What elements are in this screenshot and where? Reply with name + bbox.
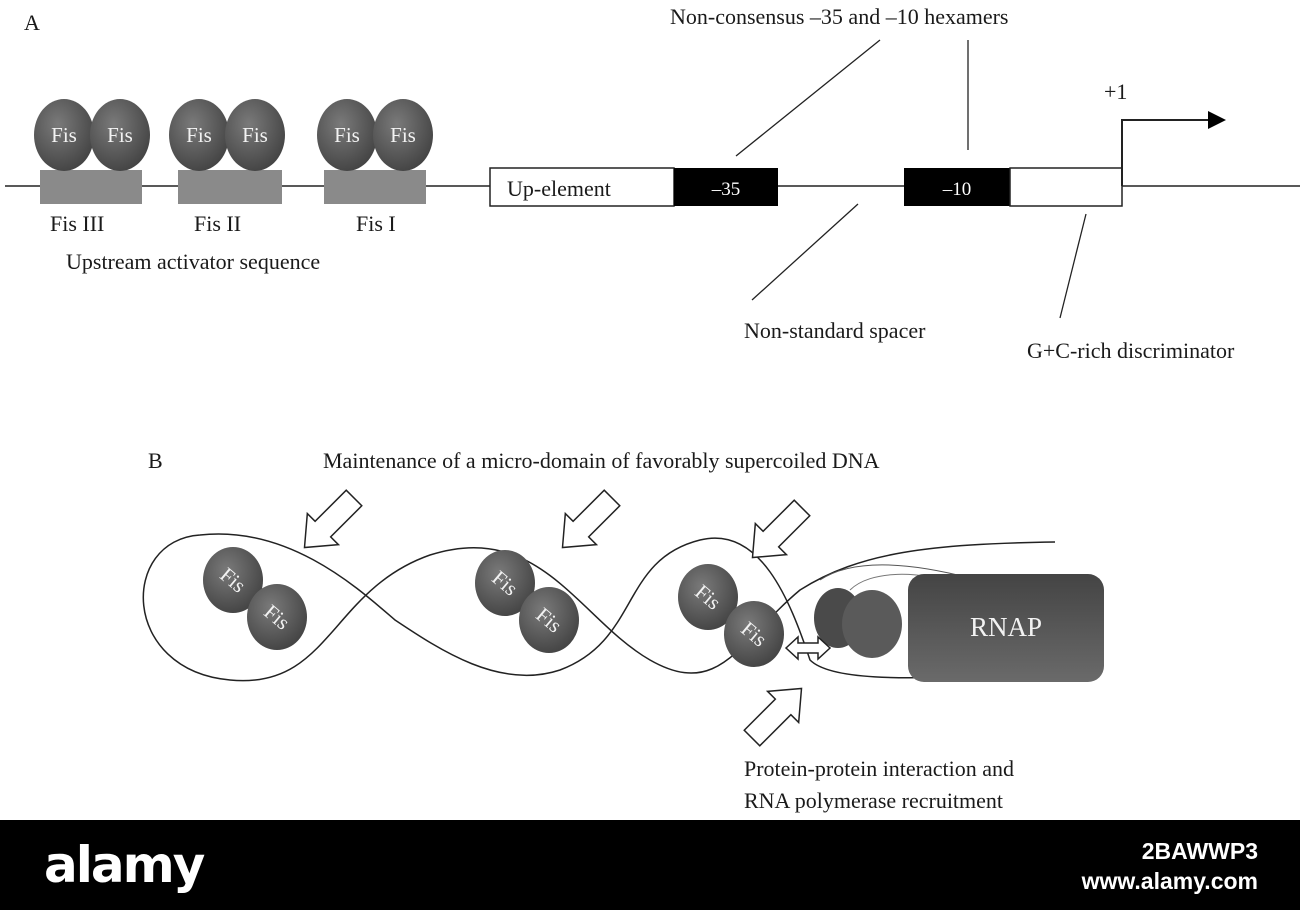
fis-protein — [317, 99, 377, 171]
upstream-activator-label: Upstream activator sequence — [66, 249, 320, 274]
fis-protein — [203, 547, 263, 613]
rnap-label: RNAP — [970, 612, 1042, 642]
fis-protein — [169, 99, 229, 171]
start-arrow-line — [1121, 119, 1208, 186]
hexamer-10-label: –10 — [942, 179, 972, 200]
hexamers-label: Non-consensus –35 and –10 hexamers — [670, 4, 1009, 29]
fis-label: Fis — [186, 123, 212, 147]
spacer-label: Non-standard spacer — [744, 318, 926, 343]
discriminator-label: G+C-rich discriminator — [1027, 338, 1235, 363]
fis-protein — [90, 99, 150, 171]
hexamer-35-label: –35 — [711, 179, 741, 200]
hexamer-35-box — [674, 168, 778, 206]
alamy-logo: alamy — [44, 836, 205, 894]
start-arrow-icon — [1208, 111, 1226, 129]
fis-protein — [373, 99, 433, 171]
watermark-site: www.alamy.com — [1081, 868, 1258, 894]
watermark-info: 2BAWWP3 www.alamy.com — [1082, 836, 1258, 896]
callout-line — [1059, 213, 1087, 319]
panel-a-letter: A — [24, 10, 40, 35]
panel-b-letter: B — [148, 448, 163, 473]
callout-line — [751, 203, 859, 301]
image-id: 2BAWWP3 — [1141, 838, 1258, 864]
rnap-subunit — [842, 590, 902, 658]
hollow-arrow-icon — [751, 499, 811, 559]
site-label-fis-ii: Fis II — [194, 211, 241, 236]
fis-protein — [247, 584, 307, 650]
interaction-label-line1: Protein-protein interaction and — [744, 756, 1014, 781]
fis-label: Fis — [334, 123, 360, 147]
site-label-fis-iii: Fis III — [50, 211, 104, 236]
interaction-label-line2: RNA polymerase recruitment — [744, 788, 1003, 813]
fis-protein — [34, 99, 94, 171]
site-label-fis-i: Fis I — [356, 211, 396, 236]
up-element-box — [489, 167, 675, 207]
fis-site-box-2 — [178, 170, 282, 204]
up-element-label: Up-element — [507, 176, 611, 201]
fis-site-box-3 — [40, 170, 142, 204]
watermark-bar — [0, 820, 1300, 910]
rnap-body — [908, 574, 1104, 682]
hexamer-10-box — [904, 168, 1010, 206]
promoter-diagram: A Fis Fis Fis Fis Fis Fis Fis III Fis II… — [5, 4, 1300, 813]
hollow-arrow-icon — [303, 489, 363, 549]
hollow-arrow-icon — [743, 687, 803, 747]
fis-label: Fis — [107, 123, 133, 147]
fis-label: Fis — [390, 123, 416, 147]
dna-strand-line — [819, 564, 971, 581]
hollow-arrow-icon — [561, 489, 621, 549]
supercoiled-dna-line — [142, 533, 1056, 682]
panel-b-title: Maintenance of a micro-domain of favorab… — [323, 448, 880, 473]
fis-protein — [724, 601, 784, 667]
interaction-arrow-icon — [784, 635, 832, 661]
fis-protein — [475, 550, 535, 616]
fis-label: Fis — [51, 123, 77, 147]
discriminator-box — [1009, 167, 1123, 207]
callout-line — [735, 39, 881, 157]
fis-site-box-1 — [324, 170, 426, 204]
fis-label: Fis — [242, 123, 268, 147]
fis-protein — [678, 564, 738, 630]
fis-protein — [225, 99, 285, 171]
fis-protein — [519, 587, 579, 653]
start-site-label: +1 — [1104, 79, 1127, 104]
